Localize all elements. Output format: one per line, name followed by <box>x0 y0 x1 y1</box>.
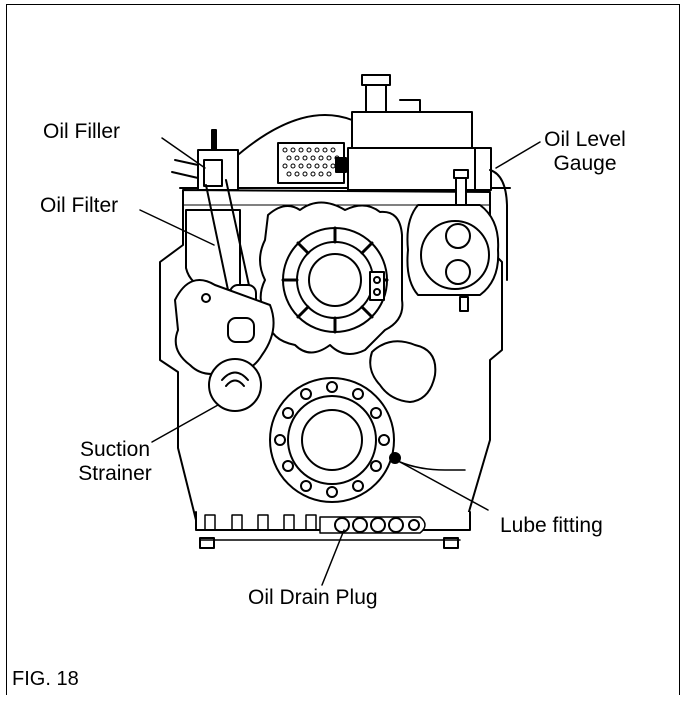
leader-oil-filler <box>161 137 206 169</box>
lube-fitting <box>389 452 401 464</box>
suction-strainer <box>208 358 262 412</box>
figure-frame <box>6 4 680 695</box>
figure-caption: FIG. 18 <box>12 668 79 690</box>
leader-lube-fitting <box>399 461 489 511</box>
leader-suction-strainer <box>151 404 219 443</box>
right-cavity <box>369 340 437 403</box>
flywheel-arc <box>231 114 353 161</box>
oil-drain-plug <box>334 517 350 533</box>
label-oil-level-gauge: Oil Level Gauge <box>530 128 640 176</box>
label-oil-drain-plug: Oil Drain Plug <box>248 586 378 609</box>
label-oil-filler: Oil Filler <box>43 120 120 143</box>
leader-oil-drain-plug <box>321 529 345 586</box>
label-oil-level-gauge-line2: Gauge <box>553 152 617 175</box>
label-lube-fitting: Lube fitting <box>500 514 603 537</box>
filler-pipe <box>205 179 251 291</box>
label-suction-strainer: Suction Strainer <box>60 438 170 486</box>
label-oil-level-gauge-line1: Oil Level <box>544 128 626 151</box>
leader-oil-level-gauge <box>495 141 541 169</box>
label-suction-strainer-line2: Strainer <box>78 462 152 485</box>
label-suction-strainer-line1: Suction <box>79 438 151 461</box>
leader-oil-filter <box>139 209 215 246</box>
label-oil-filter: Oil Filter <box>40 194 119 217</box>
top-valve-block <box>351 111 473 149</box>
